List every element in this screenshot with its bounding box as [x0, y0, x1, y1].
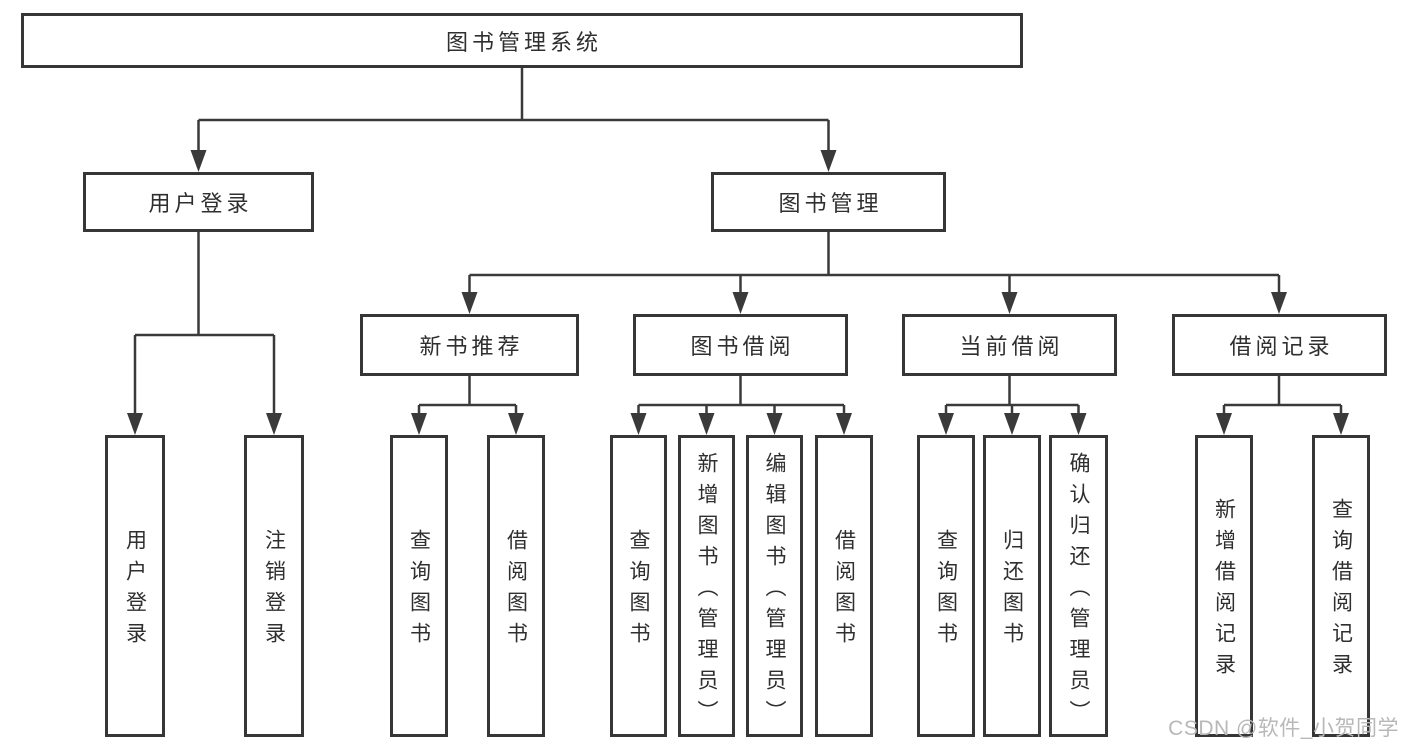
leaf-query-books-borrow: 查询图书 — [610, 435, 667, 737]
leaf-borrow-books-recommend: 借阅图书 — [487, 435, 545, 737]
node-book-borrowing: 图书借阅 — [633, 314, 848, 376]
leaf-label: 新增借阅记录 — [1212, 498, 1236, 684]
node-current-borrowing: 当前借阅 — [902, 314, 1117, 376]
leaf-label: 归还图书 — [1000, 529, 1024, 653]
leaf-add-books-admin: 新增图书（管理员） — [678, 435, 735, 737]
leaf-confirm-return-admin: 确认归还（管理员） — [1049, 435, 1108, 737]
leaf-return-books: 归还图书 — [983, 435, 1041, 737]
node-borrowing-records: 借阅记录 — [1172, 314, 1387, 376]
leaf-query-borrow-record: 查询借阅记录 — [1312, 435, 1370, 737]
leaf-query-books-current: 查询图书 — [917, 435, 975, 737]
csdn-watermark: CSDN @软件_小贺同学 — [1168, 717, 1399, 740]
leaf-label: 用户登录 — [123, 529, 147, 653]
leaf-label: 查询图书 — [407, 529, 431, 653]
leaf-logout: 注销登录 — [244, 435, 304, 737]
leaf-label: 新增图书（管理员） — [695, 451, 718, 731]
node-root-library-management-system: 图书管理系统 — [21, 13, 1023, 68]
leaf-label: 编辑图书（管理员） — [763, 451, 786, 731]
leaf-label: 注销登录 — [262, 529, 286, 653]
node-user-login: 用户登录 — [83, 172, 314, 232]
leaf-label: 确认归还（管理员） — [1067, 451, 1090, 731]
leaf-add-borrow-record: 新增借阅记录 — [1195, 435, 1253, 737]
leaf-user-login: 用户登录 — [105, 435, 165, 737]
leaf-borrow-books: 借阅图书 — [815, 435, 873, 737]
leaf-label: 查询借阅记录 — [1329, 498, 1353, 684]
leaf-label: 借阅图书 — [504, 529, 528, 653]
leaf-label: 查询图书 — [934, 529, 958, 653]
leaf-query-books-recommend: 查询图书 — [390, 435, 448, 737]
node-new-book-recommendation: 新书推荐 — [360, 314, 579, 376]
node-book-management: 图书管理 — [711, 172, 946, 232]
leaf-edit-books-admin: 编辑图书（管理员） — [746, 435, 803, 737]
leaf-label: 查询图书 — [627, 529, 650, 653]
leaf-label: 借阅图书 — [832, 529, 856, 653]
